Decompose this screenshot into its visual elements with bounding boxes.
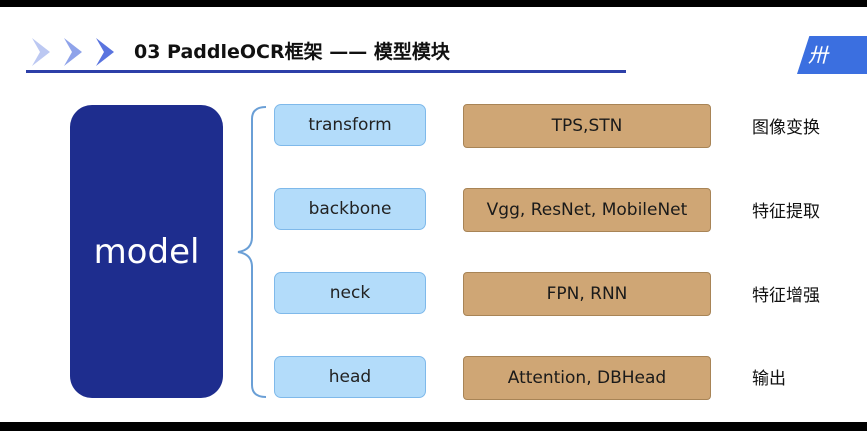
brace-connector xyxy=(237,106,267,398)
description-backbone: 特征提取 xyxy=(752,202,820,222)
description-neck: 特征增强 xyxy=(752,286,820,306)
title-underline xyxy=(26,70,626,73)
page-title: 03 PaddleOCR框架 —— 模型模块 xyxy=(134,41,450,63)
description-head: 输出 xyxy=(752,369,786,389)
implementation-box-backbone: Vgg, ResNet, MobileNet xyxy=(463,188,711,232)
description-transform: 图像变换 xyxy=(752,118,820,138)
component-box-transform: transform xyxy=(274,104,426,146)
bottom-black-bar xyxy=(0,422,867,431)
implementation-box-head: Attention, DBHead xyxy=(463,356,711,400)
implementation-box-transform: TPS,STN xyxy=(463,104,711,148)
logo: 卅 xyxy=(808,43,828,67)
model-label: model xyxy=(93,231,200,272)
implementation-box-neck: FPN, RNN xyxy=(463,272,711,316)
component-box-head: head xyxy=(274,356,426,398)
chevron-arrows-icon xyxy=(32,38,114,66)
top-black-bar xyxy=(0,0,867,7)
model-box: model xyxy=(70,105,223,398)
component-box-backbone: backbone xyxy=(274,188,426,230)
component-box-neck: neck xyxy=(274,272,426,314)
